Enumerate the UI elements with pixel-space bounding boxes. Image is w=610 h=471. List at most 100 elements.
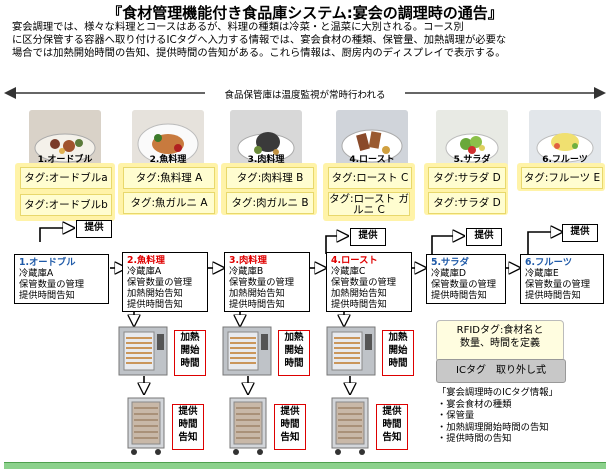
info-item: ・宴会食材の種類 (437, 398, 512, 410)
step-line: 提供時間告知 (229, 299, 285, 310)
step-title: 2.魚料理 (127, 255, 165, 266)
serve-label-line: 時間 (178, 419, 198, 430)
tag-label: タグ:ロースト ガルニ C (328, 192, 410, 216)
tag-label: タグ:ロースト C (328, 167, 412, 189)
band-label: 食品保管庫は温度監視が常時行われる (205, 87, 405, 101)
step-line: 冷蔵庫C (331, 266, 366, 277)
category-label: 2.魚料理 (149, 155, 187, 165)
info-heading: 「宴会調理時のICタグ情報」 (437, 387, 558, 398)
intro-text: 宴会調理では、様々な料理とコースはあるが、料理の種類は冷菜・と温菜に大別される。… (12, 21, 602, 60)
heat-label-line: 時間 (284, 358, 304, 369)
tag-label: タグ:サラダ D (428, 167, 506, 189)
ic-tag-label: ICタグ 取り外し式 (436, 359, 566, 383)
category-label: 1.オードブル (37, 155, 93, 165)
step-line: 提供時間告知 (431, 290, 487, 301)
category-label: 6.フルーツ (542, 155, 588, 165)
rfid-line: 数量、時間を定義 (460, 338, 540, 349)
serving-cart-icon (331, 397, 369, 455)
category-label: 5.サラダ (453, 155, 491, 165)
step-title: 5.サラダ (431, 257, 469, 268)
serve-label: 提供 (562, 224, 598, 242)
step-line: 冷蔵庫E (525, 268, 559, 279)
food-photo-hors-doeuvre (29, 110, 101, 172)
food-photo-roast (336, 110, 408, 172)
step-line: 提供時間告知 (331, 299, 387, 310)
step-box: 6.フルーツ 冷蔵庫E 保管数量の管理 提供時間告知 (520, 254, 604, 304)
step-line: 加熱開始告知 (229, 288, 285, 299)
food-photo-meat (230, 110, 302, 172)
oven-icon (222, 326, 272, 376)
oven-icon (118, 326, 168, 376)
serve-label: 提供 (76, 220, 112, 238)
tag-label: タグ:オードブルa (20, 167, 112, 189)
heat-label-line: 時間 (388, 358, 408, 369)
step-box: 2.魚料理 冷蔵庫A 保管数量の管理 加熱開始告知 提供時間告知 (122, 252, 208, 312)
tag-label: タグ:肉料理 B (226, 167, 314, 189)
step-box: 5.サラダ 冷蔵庫D 保管数量の管理 提供時間告知 (426, 254, 506, 304)
heat-label-line: 時間 (180, 358, 200, 369)
step-box: 4.ロースト 冷蔵庫C 保管数量の管理 加熱開始告知 提供時間告知 (326, 252, 412, 312)
step-line: 保管数量の管理 (19, 279, 85, 290)
step-line: 冷蔵庫B (229, 266, 264, 277)
oven-icon (326, 326, 376, 376)
step-line: 冷蔵庫D (431, 268, 467, 279)
heat-label-line: 開始 (180, 345, 200, 356)
heat-start-label: 加熱 開始 時間 (174, 330, 206, 376)
serve-time-label: 提供 時間 告知 (274, 404, 306, 450)
serving-cart-icon (229, 397, 267, 455)
tag-label: タグ:サラダ D (428, 192, 506, 214)
info-item: ・提供時間の告知 (437, 433, 512, 444)
info-item: ・保管量 (437, 410, 475, 421)
step-line: 提供時間告知 (525, 290, 581, 301)
serving-cart-icon (127, 397, 165, 455)
step-box: 3.肉料理 冷蔵庫B 保管数量の管理 加熱開始告知 提供時間告知 (224, 252, 310, 312)
step-line: 保管数量の管理 (431, 279, 497, 290)
serve-label-line: 提供 (382, 406, 402, 417)
step-line: 保管数量の管理 (229, 277, 295, 288)
food-photo-fish (132, 110, 204, 172)
ic-tag-info: 「宴会調理時のICタグ情報」 ・宴会食材の種類 ・保管量 ・加熱調理開始時間の告… (437, 387, 607, 445)
tag-label: タグ:オードブルb (20, 194, 112, 216)
step-title: 3.肉料理 (229, 255, 267, 266)
serve-label: 提供 (350, 228, 386, 246)
category-label: 4.ロースト (349, 155, 395, 165)
heat-label-line: 加熱 (284, 332, 304, 343)
food-photo-fruit (529, 110, 601, 172)
step-line: 保管数量の管理 (331, 277, 397, 288)
tag-label: タグ:魚料理 A (123, 167, 215, 189)
tag-label: タグ:フルーツ E (521, 167, 603, 189)
category-label: 3.肉料理 (247, 155, 285, 165)
step-box: 1.オードブル 冷蔵庫A 保管数量の管理 提供時間告知 (14, 254, 109, 304)
heat-start-label: 加熱 開始 時間 (278, 330, 310, 376)
serve-label-line: 告知 (382, 432, 402, 443)
intro-line: に区分保管する容器へ取り付けるICタグへ入力する情報では、宴会食材の種類、保管量… (12, 34, 507, 46)
page-title: 『食材管理機能付き食品庫システム:宴会の調理時の通告』 (107, 4, 503, 22)
serve-label-line: 提供 (280, 406, 300, 417)
rfid-line: RFIDタグ:食材名と (456, 325, 544, 336)
step-title: 6.フルーツ (525, 257, 573, 268)
step-line: 提供時間告知 (19, 290, 75, 301)
serve-label-line: 時間 (382, 419, 402, 430)
step-line: 保管数量の管理 (127, 277, 193, 288)
rfid-tag-box: RFIDタグ:食材名と 数量、時間を定義 (436, 320, 564, 362)
floor-strip (4, 462, 606, 469)
intro-line: 宴会調理では、様々な料理とコースはあるが、料理の種類は冷菜・と温菜に大別される。… (12, 21, 464, 33)
serve-label-line: 時間 (280, 419, 300, 430)
heat-label-line: 加熱 (388, 332, 408, 343)
intro-line: 場合では加熱開始時間の告知、提供時間の告知がある。これら情報は、厨房内のディスプ… (12, 47, 506, 59)
step-line: 加熱開始告知 (127, 288, 183, 299)
serve-time-label: 提供 時間 告知 (172, 404, 204, 450)
step-title: 1.オードブル (19, 257, 76, 268)
step-title: 4.ロースト (331, 255, 378, 266)
heat-label-line: 開始 (388, 345, 408, 356)
step-line: 冷蔵庫A (127, 266, 162, 277)
heat-label-line: 加熱 (180, 332, 200, 343)
serve-time-label: 提供 時間 告知 (376, 404, 408, 450)
heat-start-label: 加熱 開始 時間 (382, 330, 414, 376)
heat-label-line: 開始 (284, 345, 304, 356)
info-item: ・加熱調理開始時間の告知 (437, 421, 549, 433)
food-photo-salad (436, 110, 508, 172)
tag-label: タグ:肉ガルニ B (226, 192, 314, 214)
serve-label-line: 告知 (178, 432, 198, 443)
